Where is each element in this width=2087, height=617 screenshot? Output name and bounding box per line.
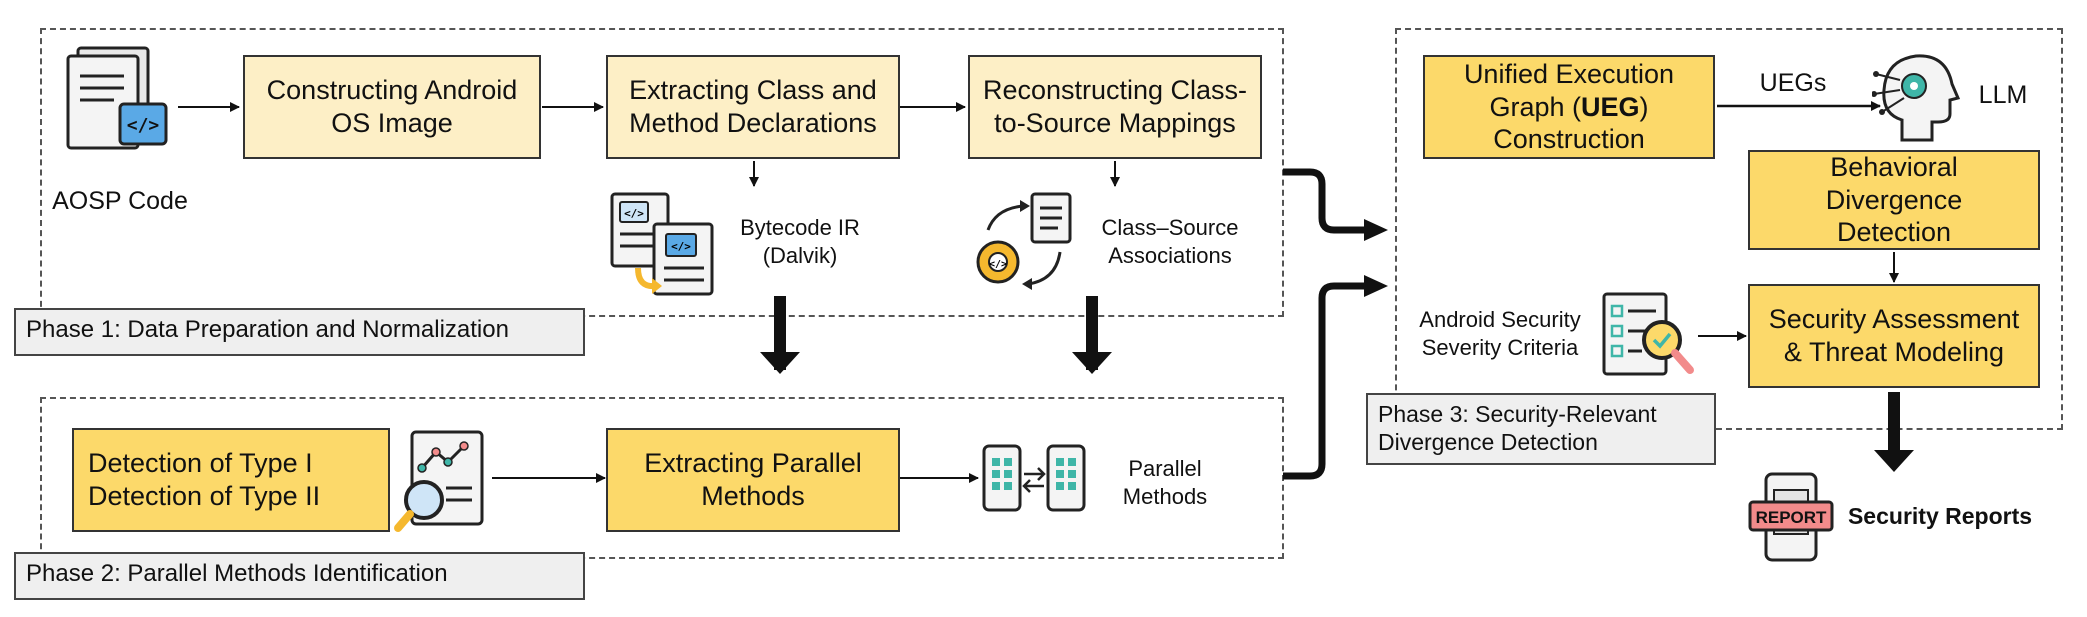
extract-parallel-line2: Methods [701, 481, 805, 511]
step-construct-line2: OS Image [331, 108, 453, 138]
connector-phase2-to-phase3 [1283, 282, 1374, 480]
bytecode-ir-label: Bytecode IR(Dalvik) [720, 214, 880, 269]
uegs-label: UEGs [1759, 69, 1827, 97]
parallel-line1: Parallel [1128, 456, 1202, 481]
ueg-line2-bold: UEG [1581, 91, 1640, 122]
step-ueg-construction: Unified Execution Graph (UEG) Constructi… [1423, 55, 1715, 159]
step-construct-line1: Constructing Android [266, 75, 518, 106]
report-phone-icon: REPORT [1748, 472, 1834, 562]
step-reconstruct-line2: to-Source Mappings [994, 108, 1236, 138]
bytecode-line2: (Dalvik) [762, 242, 838, 268]
report-badge-text: REPORT [1756, 508, 1827, 527]
ueg-line2-suffix: ) [1639, 91, 1649, 122]
connector-phase1-to-phase3 [1283, 168, 1374, 234]
bytecode-line1: Bytecode IR [740, 215, 860, 240]
phase2-label: Phase 2: Parallel Methods Identification [14, 552, 585, 600]
step-reconstruct-line1: Reconstructing Class- [982, 75, 1248, 106]
svg-text:</>: </> [989, 259, 1007, 270]
ueg-line2-prefix: Graph ( [1489, 91, 1582, 122]
code-gear-cycle-icon: </> [976, 192, 1072, 290]
behavioral-line1: Behavioral Divergence [1825, 151, 1963, 215]
ueg-line2: Graph (UEG) [1464, 91, 1674, 124]
svg-text:</>: </> [127, 115, 160, 136]
class-source-line2: Associations [1108, 242, 1232, 268]
phase1-label: Phase 1: Data Preparation and Normalizat… [14, 308, 585, 356]
analysis-report-icon [394, 430, 484, 532]
bytecode-files-icon: </> </> [610, 192, 714, 296]
assessment-line2: & Threat Modeling [1783, 337, 2005, 367]
phase3-label-line1: Phase 3: Security-Relevant [1378, 401, 1657, 427]
big-arrow-head-2 [1072, 352, 1112, 374]
step-reconstruct-mappings: Reconstructing Class-to-Source Mappings [968, 55, 1262, 159]
parallel-phones-icon [982, 444, 1086, 512]
detection-line2: Detection of Type II [88, 481, 321, 511]
big-arrow-head-1 [760, 352, 800, 374]
security-reports-label: Security Reports [1847, 503, 2033, 529]
parallel-line2: Methods [1122, 483, 1208, 509]
code-files-icon: </> [66, 46, 168, 150]
severity-line1: Android Security [1419, 307, 1581, 332]
checklist-search-icon [1602, 292, 1694, 376]
extract-parallel-line1: Extracting Parallel [644, 448, 862, 479]
phase3-box [1395, 28, 2063, 430]
llm-label: LLM [1978, 81, 2028, 109]
svg-text:</>: </> [624, 207, 644, 220]
big-arrow-head-3 [1874, 450, 1914, 472]
svg-text:</>: </> [671, 240, 691, 253]
behavioral-line2: Detection [1836, 217, 1952, 248]
ueg-line3: Construction [1493, 124, 1645, 155]
severity-line2: Severity Criteria [1421, 334, 1579, 360]
ueg-line1: Unified Execution [1463, 58, 1675, 89]
phase3-label-line2: Divergence Detection [1378, 428, 1598, 455]
class-source-line1: Class–Source [1101, 215, 1239, 240]
aosp-code-label: AOSP Code [52, 187, 188, 215]
ai-head-icon [1872, 54, 1961, 142]
step-security-assessment: Security Assessment& Threat Modeling [1748, 284, 2040, 388]
assessment-line1: Security Assessment [1768, 304, 2020, 335]
step-extract-line1: Extracting Class and [629, 75, 877, 106]
detection-line1: Detection of Type I [88, 448, 313, 479]
step-extract-line2: Method Declarations [629, 108, 877, 138]
